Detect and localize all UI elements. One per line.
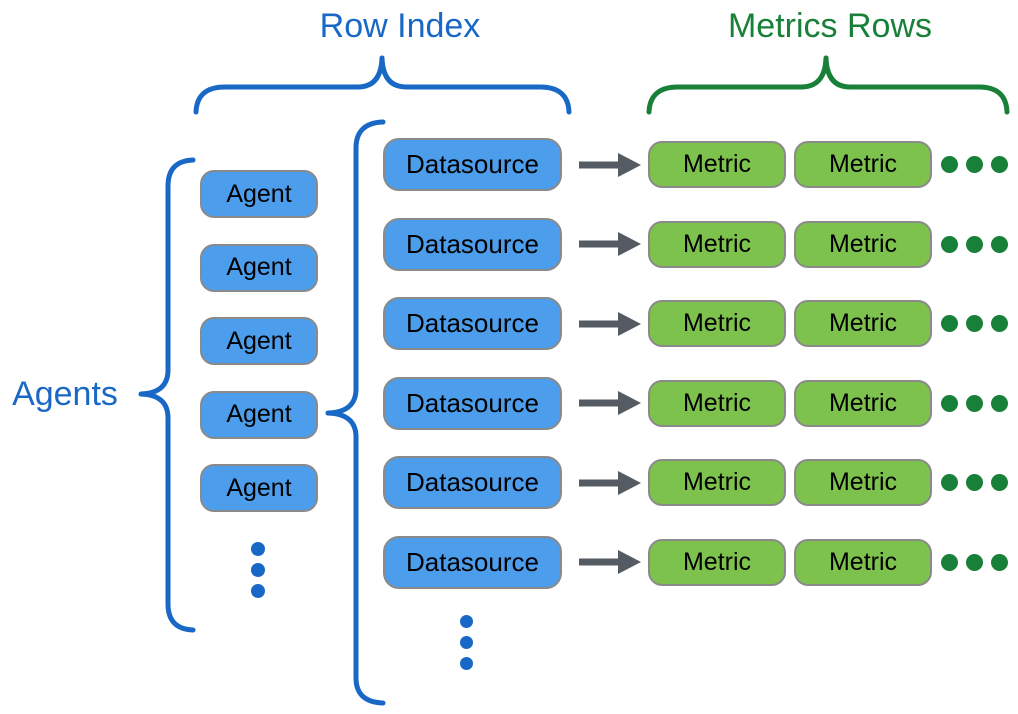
datasource-brace [325, 119, 386, 706]
agent-column: Agent Agent Agent Agent Agent [200, 170, 318, 512]
ellipsis-dot [941, 235, 958, 253]
datasource-box: Datasource [383, 297, 562, 350]
ellipsis-dot [991, 235, 1008, 253]
datasource-row: Datasource Metric Metric [383, 535, 1008, 589]
datasource-row: Datasource Metric Metric [383, 217, 1008, 271]
datasource-box: Datasource [383, 138, 562, 191]
agent-box: Agent [200, 317, 318, 365]
ellipsis-dot [941, 474, 958, 491]
ellipsis-dot [460, 615, 473, 628]
metric-box: Metric [648, 300, 786, 347]
metrics-ellipsis [941, 474, 1008, 491]
agents-title: Agents [12, 375, 118, 413]
metric-box: Metric [794, 300, 932, 347]
ellipsis-dot [251, 563, 265, 577]
arrow-right-icon [579, 391, 641, 415]
datasource-box: Datasource [383, 456, 562, 509]
ellipsis-dot [460, 636, 473, 649]
datasource-box: Datasource [383, 535, 562, 589]
metrics-ellipsis [941, 235, 1008, 253]
ellipsis-dot [251, 542, 265, 556]
datasource-row: Datasource Metric Metric [383, 376, 1008, 430]
arrow-right-icon [579, 152, 641, 177]
datasource-row: Datasource Metric Metric [383, 297, 1008, 350]
metric-box: Metric [794, 141, 932, 188]
agent-box: Agent [200, 243, 318, 292]
row-index-title: Row Index [319, 7, 481, 45]
datasource-box: Datasource [383, 217, 562, 271]
datasource-ellipsis [460, 615, 473, 670]
ellipsis-dot [941, 315, 958, 332]
metrics-ellipsis [941, 156, 1008, 173]
ellipsis-dot [941, 394, 958, 412]
metric-box: Metric [648, 538, 786, 586]
ellipsis-dot [966, 394, 983, 412]
metric-box: Metric [648, 141, 786, 188]
metric-box: Metric [794, 538, 932, 586]
ellipsis-dot [991, 553, 1008, 571]
metric-box: Metric [648, 220, 786, 268]
metrics-rows-brace [646, 55, 1010, 115]
metrics-ellipsis [941, 315, 1008, 332]
datasource-rows: Datasource Metric Metric Datasource Metr… [383, 138, 1008, 589]
metrics-ellipsis [941, 394, 1008, 412]
ellipsis-dot [966, 553, 983, 571]
datasource-row: Datasource Metric Metric [383, 456, 1008, 509]
metric-box: Metric [648, 459, 786, 506]
agents-ellipsis [251, 542, 265, 598]
ellipsis-dot [941, 553, 958, 571]
arrow-right-icon [579, 550, 641, 574]
arrow-right-icon [579, 232, 641, 256]
metric-box: Metric [794, 379, 932, 427]
arrow-right-icon [579, 470, 641, 495]
metrics-rows-title: Metrics Rows [727, 7, 933, 45]
agent-box: Agent [200, 390, 318, 439]
metric-box: Metric [794, 220, 932, 268]
row-index-brace [193, 55, 572, 115]
datasource-box: Datasource [383, 376, 562, 430]
ellipsis-dot [966, 315, 983, 332]
ellipsis-dot [966, 235, 983, 253]
datasource-row: Datasource Metric Metric [383, 138, 1008, 191]
ellipsis-dot [966, 156, 983, 173]
ellipsis-dot [991, 156, 1008, 173]
ellipsis-dot [251, 584, 265, 598]
metric-box: Metric [648, 379, 786, 427]
ellipsis-dot [941, 156, 958, 173]
arrow-right-icon [579, 311, 641, 336]
ellipsis-dot [460, 657, 473, 670]
metric-box: Metric [794, 459, 932, 506]
agents-brace [138, 157, 196, 633]
ellipsis-dot [991, 315, 1008, 332]
metrics-ellipsis [941, 553, 1008, 571]
agent-box: Agent [200, 170, 318, 218]
ellipsis-dot [991, 474, 1008, 491]
ellipsis-dot [966, 474, 983, 491]
ellipsis-dot [991, 394, 1008, 412]
agent-box: Agent [200, 464, 318, 512]
